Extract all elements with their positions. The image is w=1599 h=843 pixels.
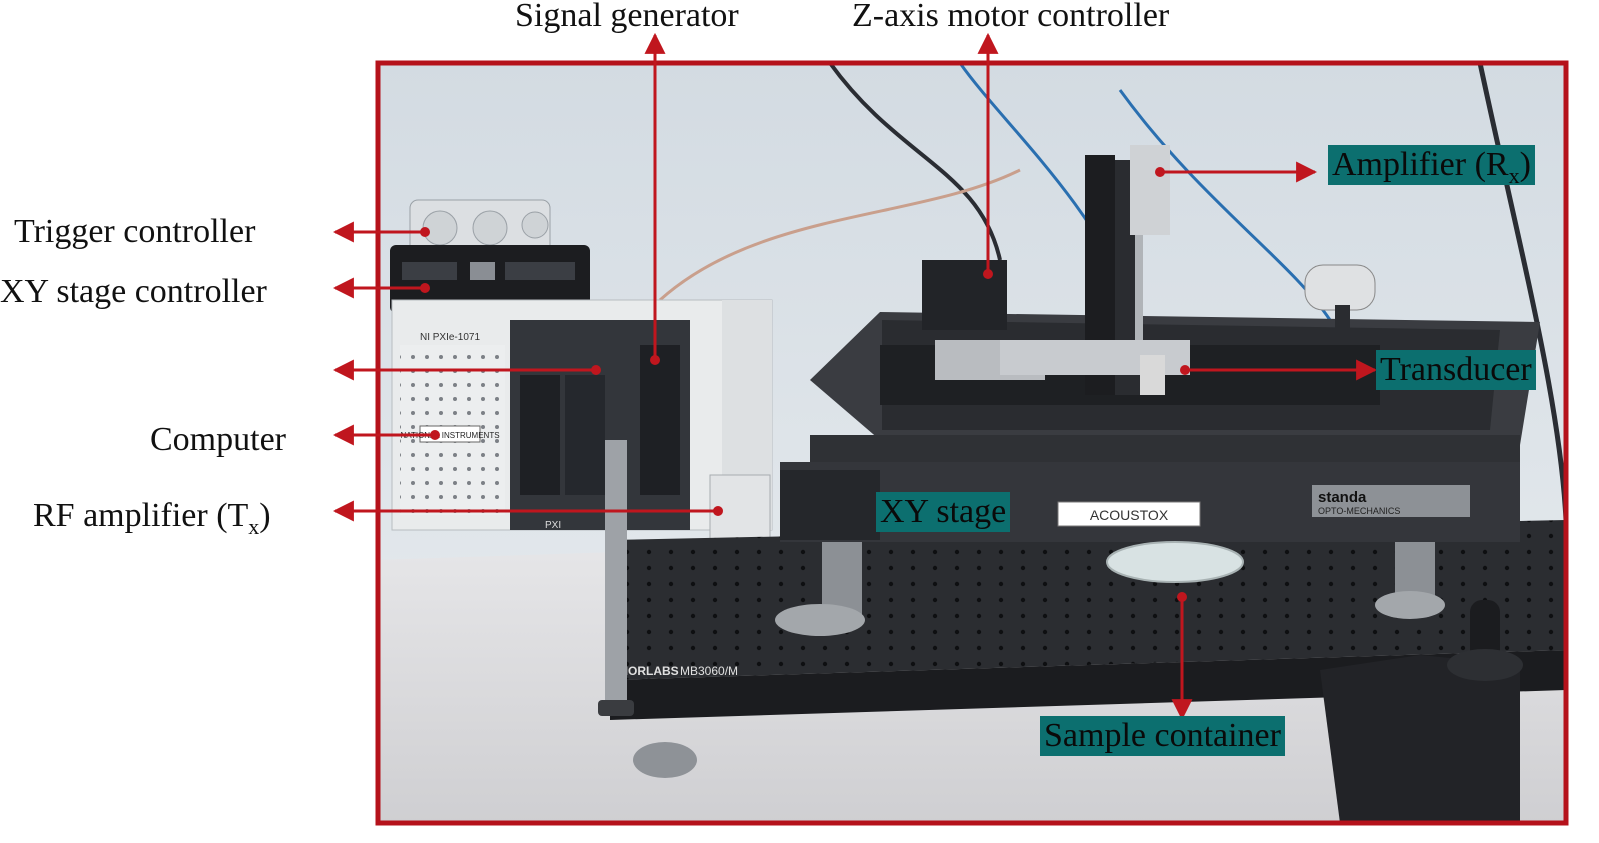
standa-brand: standa	[1318, 489, 1367, 506]
label-amplifier-rx: Amplifier (Rx)	[1328, 145, 1535, 188]
webcam	[1304, 264, 1376, 335]
pointer-arrows	[332, 32, 1378, 721]
amplifier-rx-device	[1130, 145, 1170, 235]
label-computer: Computer	[150, 421, 286, 458]
breadboard-model-text: MB3060/M	[680, 664, 738, 678]
label-amplifier-rx-text: Amplifier (R	[1332, 146, 1509, 183]
label-xy-stage-controller: XY stage controller	[0, 273, 267, 310]
label-signal-generator: Signal generator	[515, 0, 739, 34]
label-trigger-controller: Trigger controller	[14, 213, 256, 250]
label-xy-stage: XY stage	[876, 492, 1011, 532]
label-amplifier-rx-close: )	[1519, 146, 1531, 183]
ni-badge-text: NATIONAL INSTRUMENTS	[400, 431, 499, 440]
label-rf-amplifier-close: )	[259, 497, 271, 534]
opto-mechanics-text: OPTO-MECHANICS	[1318, 506, 1400, 516]
label-rf-amplifier-sub: x	[248, 513, 260, 539]
label-sample-container: Sample container	[1040, 716, 1285, 756]
post-holder	[633, 742, 697, 778]
z-axis-assembly	[922, 145, 1190, 395]
thorlabs-text: THORLABS	[612, 664, 679, 678]
pxie-text: NI PXIe-1071	[420, 332, 480, 343]
sample-container-dish	[1106, 541, 1244, 583]
transducer-device	[1140, 355, 1165, 395]
label-transducer: Transducer	[1376, 350, 1536, 390]
label-rf-amplifier-tx: RF amplifier (Tx)	[33, 496, 271, 539]
xy-stage-controller-device	[390, 245, 590, 313]
label-amplifier-rx-sub: x	[1508, 162, 1520, 188]
post-rod	[605, 440, 627, 710]
acoustox-label: ACOUSTOX	[1090, 507, 1169, 523]
label-rf-amplifier-text: RF amplifier (T	[33, 497, 249, 534]
photo-frame	[375, 60, 1569, 826]
joystick	[1320, 600, 1523, 823]
label-z-axis-motor-controller: Z-axis motor controller	[852, 0, 1170, 34]
pxi-text: PXI	[545, 520, 561, 531]
